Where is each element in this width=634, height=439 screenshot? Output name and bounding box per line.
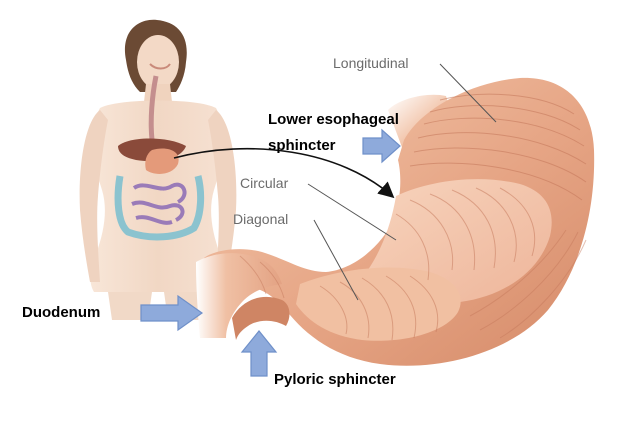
circular-label: Circular [240, 175, 288, 191]
longitudinal-label: Longitudinal [333, 55, 409, 71]
head [137, 35, 179, 89]
pyloric-arrow-icon [242, 331, 276, 376]
diagonal-label: Diagonal [233, 211, 288, 227]
circular-leader [308, 184, 396, 240]
duodenum-label: Duodenum [22, 302, 100, 323]
lower-esophageal-label-line1: Lower esophageal [268, 109, 399, 130]
pyloric-sphincter-label: Pyloric sphincter [274, 369, 396, 390]
lower-esophageal-label-line2: sphincter [268, 135, 336, 156]
lower-esophageal-arrow-icon [363, 130, 400, 162]
